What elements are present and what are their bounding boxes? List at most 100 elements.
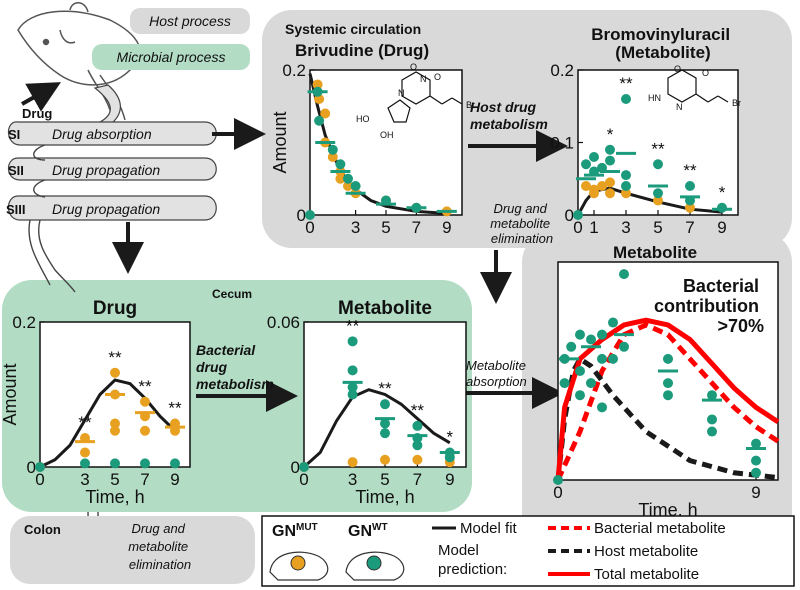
cecum_metabolite-ytick-label: 0 [291,458,300,477]
cecum_drug-point-gn_mut [110,367,120,378]
bvu-xtick-label: 9 [717,218,726,237]
legend-mouse-mut [269,551,329,581]
systemic_metabolite-xtick-label: 0 [553,483,562,502]
brivudine-ytick-label: 0.2 [282,61,306,80]
brivudine-xtick-label: 0 [305,218,314,237]
cecum_metabolite-xtick-label: 5 [380,470,389,489]
systemic_metabolite-point-gn_wt [707,426,717,437]
cecum_drug-point-gn_mut [110,418,120,429]
bacterial-contribution-label: Bacterial contribution >70% [654,276,764,336]
cecum_drug-xtick-label: 7 [140,470,149,489]
brivudine-point-gn_mut [312,79,323,90]
svg-text:O: O [674,64,681,74]
cecum_metabolite-point-gn_wt [299,462,309,472]
process-drug-absorption: Drug absorption [52,126,152,142]
process-drug-propagation-2: Drug propagation [52,201,160,217]
svg-text:Br: Br [732,98,741,108]
cecum_metabolite-point-gn_wt [347,336,358,347]
systemic_metabolite-point-gn_wt [619,341,629,352]
bvu-title: Bromovinyluracil (Metabolite) [591,25,735,62]
bvu-xtick-label: 0 [573,218,582,237]
bvu-xtick-label: 3 [621,218,630,237]
bvu-point-gn_mut [605,188,615,199]
cecum_metabolite-point-gn_mut [412,454,423,465]
cecum_drug-xtick-label: 0 [35,470,44,489]
cecum_drug-significance: ** [78,413,92,432]
svg-text:N: N [676,102,683,112]
section-sii: SII [8,163,24,178]
systemic_metabolite-point-gn_wt [751,467,761,478]
systemic_metabolite-point-gn_wt [597,402,607,413]
brivudine-point-gn_wt [327,144,338,155]
bvu-structure [667,69,729,103]
svg-text:HN: HN [648,93,661,103]
brivudine-point-gn_wt [350,181,361,191]
bvu-point-gn_wt [653,159,663,170]
legend-box [261,515,795,587]
cecum_drug-ytick-label: 0 [27,458,36,477]
svg-text:HO: HO [356,114,370,124]
bvu-point-gn_wt [621,170,631,181]
brivudine-xtick-label: 3 [351,218,360,237]
brivudine-ylabel: Amount [270,111,290,173]
cecum_drug-significance: ** [108,348,122,367]
systemic_metabolite-point-gn_wt [586,378,596,389]
cecum_metabolite-model-fit-line [302,388,451,469]
brivudine-point-gn_mut [335,173,346,184]
cecum_drug-point-gn_mut [110,425,120,436]
legend-mouse-wt [345,551,405,581]
systemic_metabolite-point-gn_wt [707,390,717,401]
section-si: SI [8,127,20,142]
systemic_metabolite-point-gn_wt [619,269,629,280]
brivudine-structure [387,71,463,123]
bvu-xtick-label: 7 [685,218,694,237]
svg-text:O: O [702,68,709,78]
brivudine-point-gn_mut [327,152,338,162]
drug-input-label: Drug [22,106,52,121]
brivudine-point-gn_mut [320,108,331,119]
colon-label: Colon [24,522,61,537]
cecum_metabolite-point-gn_wt [380,428,390,439]
cecum_drug-point-gn_mut [140,396,150,407]
systemic_metabolite-point-gn_wt [566,341,577,352]
legend-bacterial-metabolite: Bacterial metabolite [594,520,726,537]
brivudine-xtick-label: 9 [442,218,451,237]
brivudine-frame [309,69,463,216]
host-process-label: Host process [149,13,231,29]
bvu-point-gn_mut [621,188,631,199]
bvu-point-gn_mut [597,181,607,191]
systemic_metabolite-point-gn_wt [751,455,761,466]
process-drug-propagation-1: Drug propagation [52,162,160,178]
cecum_drug-point-gn_wt [35,462,45,472]
systemic_metabolite-point-gn_wt [575,390,585,401]
bvu-ytick-label: 0.1 [550,134,574,153]
bvu-point-gn_mut [685,202,695,213]
legend-gn-wt: GNWT [348,522,388,540]
metabolite-systemic-title: Metabolite [613,243,697,262]
cecum_drug-significance: ** [138,377,152,396]
bvu-point-gn_mut [589,188,599,199]
bvu-point-gn_mut [581,181,591,191]
bvu-point-gn_wt [581,159,591,170]
cecum_metabolite-significance: * [446,428,453,447]
systemic_metabolite-bacterial-metabolite-line [555,322,780,482]
cecum_metabolite-ytick-label: 0.06 [267,313,300,332]
cecum_metabolite-significance: ** [346,316,360,335]
metabolite-absorption-label: Metabolite absorption [466,358,530,389]
cecum_metabolite-point-gn_mut [347,457,358,468]
bvu-xtick-label: 1 [589,218,598,237]
svg-text:O: O [434,72,441,82]
systemic_metabolite-point-gn_wt [707,414,717,425]
cecum_drug-point-gn_mut [80,447,90,458]
colon-swatch [10,516,255,584]
bvu-point-gn_wt [685,181,695,191]
brivudine-xtick-label: 7 [412,218,421,237]
cecum_drug-ylabel: Amount [0,363,20,425]
bvu-model-fit-line [576,186,723,216]
systemic_metabolite-point-gn_wt [553,475,563,485]
cecum_drug-point-gn_mut [140,425,150,436]
